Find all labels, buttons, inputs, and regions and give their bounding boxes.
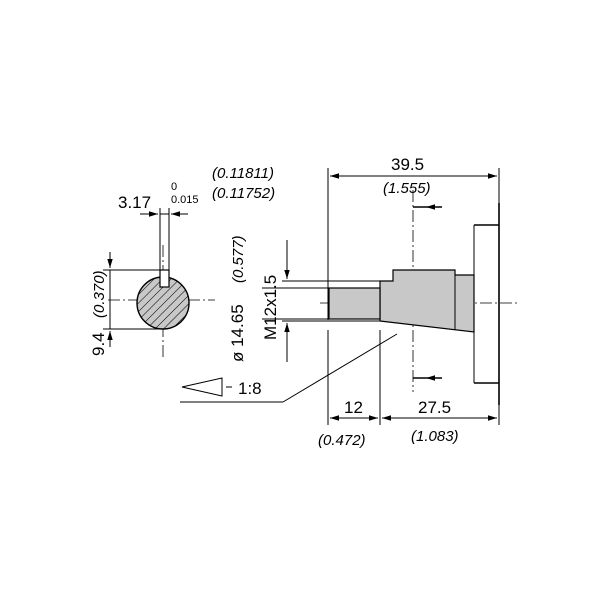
key-width-label: 3.17 [118,193,151,212]
key-width-inch-lower: (0.11752) [212,185,275,202]
key-tolerance-upper: 0 [171,181,177,193]
thread-length-label: 12 [344,398,363,417]
thread-length-inch-label: (0.472) [318,432,366,449]
key-height-inch-label: (0.370) [91,270,108,318]
diameter-inch-label: (0.577) [230,235,247,283]
shaft-side-view [320,190,520,405]
diameter-dimension [282,240,380,362]
length-dimensions [327,330,500,425]
overall-length-label: 39.5 [391,155,424,174]
taper-callout [180,333,398,403]
overall-length-inch-label: (1.555) [383,180,431,197]
key-tolerance-lower: 0.015 [171,194,199,206]
shaft-length-inch-label: (1.083) [411,428,459,445]
overall-length-dimension [327,168,500,320]
thread-dimension [262,287,329,320]
thread-label: M12x1.5 [261,275,280,340]
key-width-inch-upper: (0.11811) [212,165,274,182]
shaft-cross-section [103,208,215,358]
diameter-label: ø 14.65 [228,304,247,362]
key-height-label: 9.4 [89,332,108,356]
taper-label: 1:8 [238,379,262,398]
shaft-length-label: 27.5 [418,398,451,417]
